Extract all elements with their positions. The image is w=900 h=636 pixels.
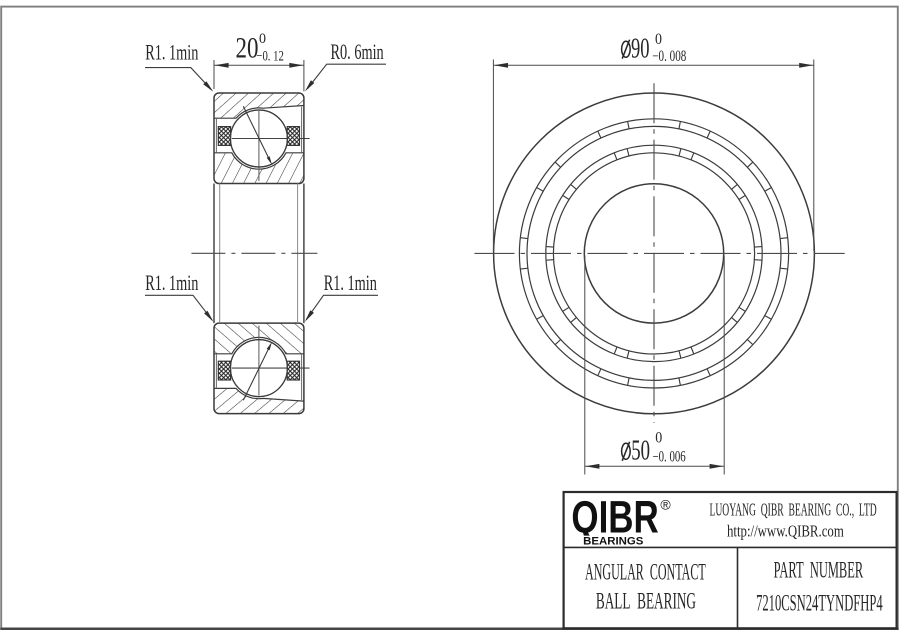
svg-text:−0. 006: −0. 006 <box>653 449 686 466</box>
svg-text:ANGULAR CONTACT: ANGULAR CONTACT <box>585 559 706 585</box>
svg-text:20: 20 <box>236 32 259 65</box>
svg-text:http://www.QIBR.com: http://www.QIBR.com <box>727 522 844 541</box>
svg-text:7210CSN24TYNDFHP4: 7210CSN24TYNDFHP4 <box>756 590 883 616</box>
svg-text:BALL BEARING: BALL BEARING <box>596 589 696 615</box>
svg-text:QIBR: QIBR <box>571 492 658 543</box>
svg-text:0: 0 <box>259 31 266 47</box>
svg-text:R1. 1min: R1. 1min <box>324 270 377 295</box>
svg-text:R0. 6min: R0. 6min <box>331 39 384 64</box>
svg-text:R1. 1min: R1. 1min <box>145 270 198 295</box>
svg-text:50: 50 <box>631 434 650 466</box>
svg-text:90: 90 <box>631 32 650 64</box>
svg-text:−0. 12: −0. 12 <box>256 49 284 65</box>
svg-text:R1. 1min: R1. 1min <box>145 40 198 65</box>
svg-text:LUOYANG QIBR BEARING CO., LTD: LUOYANG QIBR BEARING CO., LTD <box>710 500 877 520</box>
svg-text:0: 0 <box>655 31 662 48</box>
svg-text:0: 0 <box>655 430 662 447</box>
svg-text:®: ® <box>660 496 671 512</box>
svg-text:−0. 008: −0. 008 <box>652 48 686 65</box>
svg-text:PART NUMBER: PART NUMBER <box>774 557 864 583</box>
svg-text:BEARINGS: BEARINGS <box>583 535 643 547</box>
